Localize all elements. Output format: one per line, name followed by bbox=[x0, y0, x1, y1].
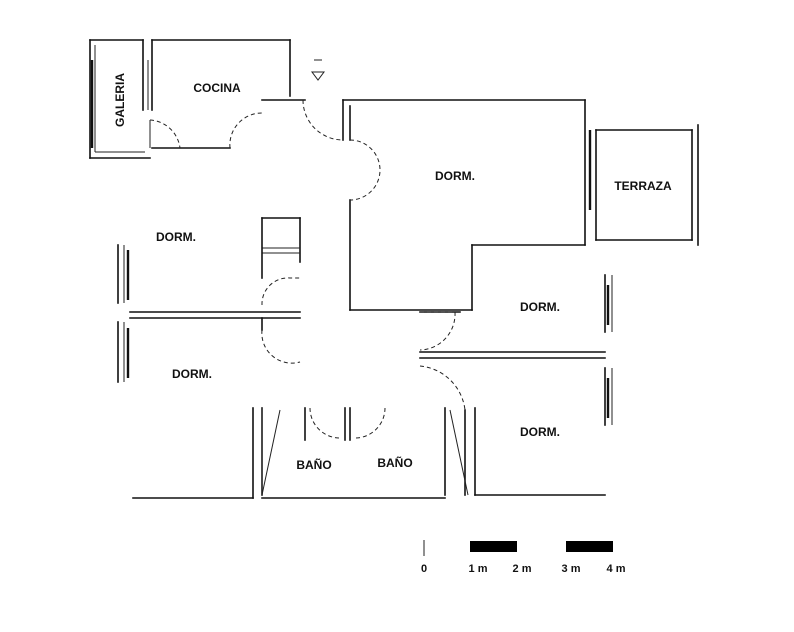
dorm-master-room bbox=[342, 99, 592, 311]
dorm-east-lower-room bbox=[474, 367, 613, 496]
arrow-down-icon bbox=[311, 71, 325, 81]
cocina-room bbox=[151, 39, 306, 149]
dorm-west-upper-label: DORM. bbox=[156, 230, 196, 244]
dorm-west-upper-door-swing bbox=[261, 277, 300, 306]
dorm-east-middle-room bbox=[419, 274, 613, 359]
galeria-label: GALERIA bbox=[113, 73, 127, 127]
bano-right-label: BAÑO bbox=[377, 455, 412, 470]
cocina-door-swing bbox=[229, 112, 263, 149]
scale-label-0: 0 bbox=[421, 563, 427, 575]
hall-door-swing bbox=[302, 99, 344, 141]
bano-right-door-swing bbox=[354, 407, 386, 439]
dorm-east-middle-label: DORM. bbox=[520, 300, 560, 314]
scale-label-2: 2 m bbox=[513, 563, 532, 575]
galeria-room bbox=[89, 39, 151, 159]
terraza-room bbox=[595, 124, 699, 246]
scale-label-1: 1 m bbox=[469, 563, 488, 575]
dorm-east-lower-door-swing bbox=[419, 365, 466, 411]
dorm-master-label: DORM. bbox=[435, 169, 475, 183]
dorm-master-door-swing bbox=[349, 139, 381, 201]
scale-label-3: 3 m bbox=[562, 563, 581, 575]
bano-left-door-swing bbox=[309, 407, 341, 439]
cocina-label: COCINA bbox=[193, 81, 241, 95]
scale-bar: 0 1 m 2 m 3 m 4 m bbox=[421, 540, 626, 575]
bano-left-label: BAÑO bbox=[296, 457, 331, 472]
dorm-east-middle-door-swing bbox=[419, 311, 456, 351]
dorm-west-upper-room bbox=[117, 217, 301, 304]
scale-label-4: 4 m bbox=[607, 563, 626, 575]
terraza-label: TERRAZA bbox=[614, 179, 672, 193]
banos-block bbox=[252, 407, 469, 499]
dorm-west-lower-door-swing bbox=[261, 329, 301, 364]
dorm-west-lower-room bbox=[117, 317, 263, 383]
galeria-door-swing bbox=[149, 119, 181, 149]
dorm-east-lower-label: DORM. bbox=[520, 425, 560, 439]
scale-segment-1-2 bbox=[470, 541, 517, 552]
dorm-west-lower-label: DORM. bbox=[172, 367, 212, 381]
scale-segment-3-4 bbox=[566, 541, 613, 552]
